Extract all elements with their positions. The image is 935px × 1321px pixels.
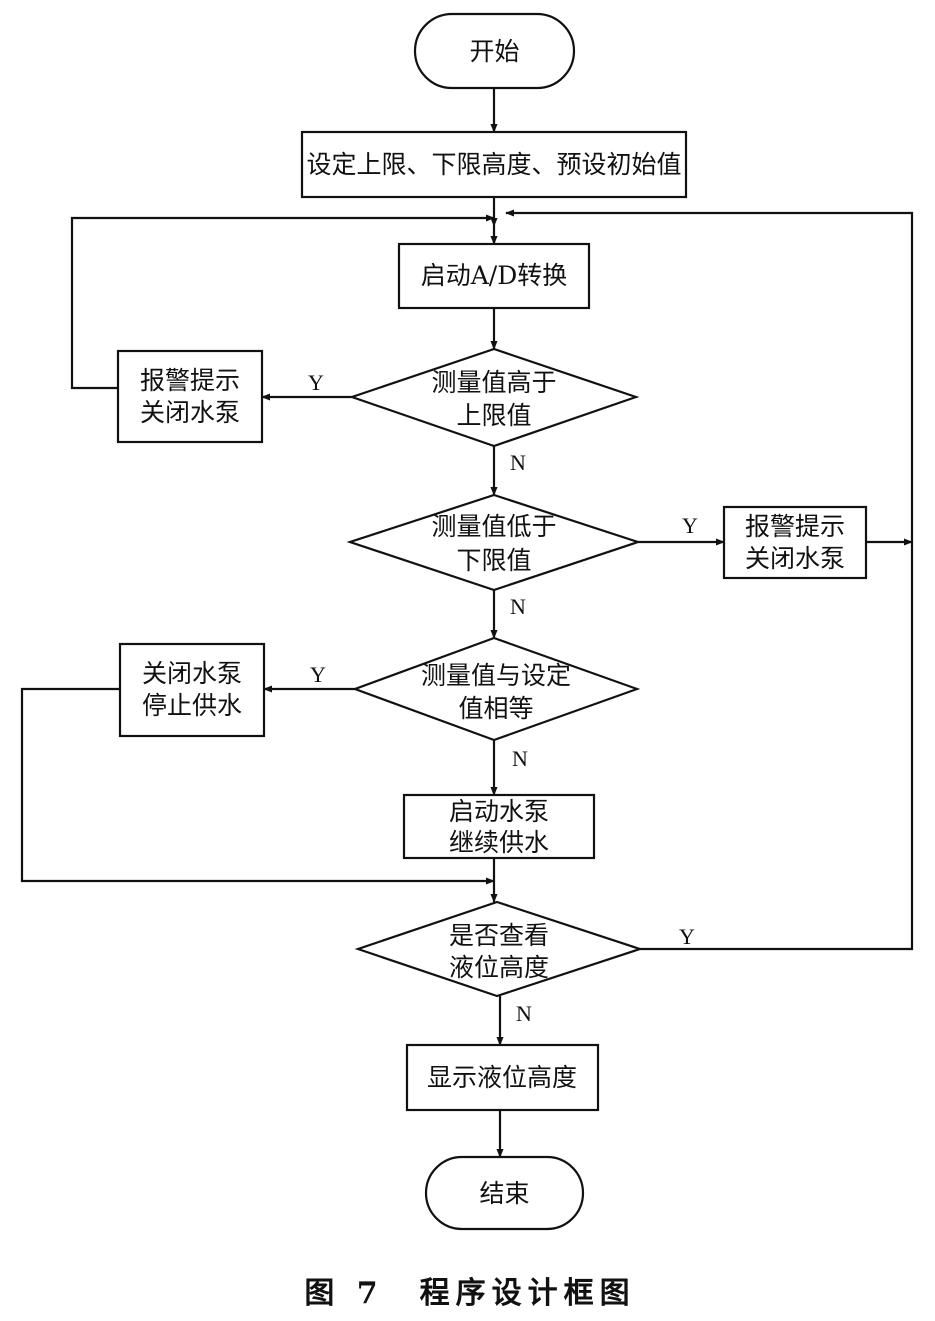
process-shape <box>722 505 868 580</box>
node-show-level: 显示液位高度 <box>405 1043 600 1112</box>
node-stop-pump-text-1: 关闭水泵 <box>142 659 242 688</box>
node-alarm-upper-text-2: 关闭水泵 <box>140 398 240 427</box>
node-check-view-text-1: 是否查看 <box>449 921 549 950</box>
decision-shape <box>351 636 641 742</box>
node-check-lower: 测量值低于 下限值 <box>346 493 642 592</box>
node-set-limits: 设定上限、下限高度、预设初始值 <box>300 130 688 199</box>
node-check-equal-text-2: 值相等 <box>458 694 533 723</box>
process-shape <box>402 793 596 860</box>
node-check-lower-text-1: 测量值低于 <box>431 512 556 541</box>
label-upper-yes: Y <box>308 370 324 395</box>
label-view-no: N <box>516 1001 532 1026</box>
node-check-view: 是否查看 液位高度 <box>354 900 644 998</box>
node-start-ad-text: 启动A/D转换 <box>421 261 568 290</box>
node-alarm-lower-text-2: 关闭水泵 <box>745 544 845 573</box>
label-equal-yes: Y <box>310 662 326 687</box>
label-equal-no: N <box>512 746 528 771</box>
terminator-shape <box>413 12 576 90</box>
process-shape <box>118 642 266 738</box>
node-start-ad: 启动A/D转换 <box>397 242 591 310</box>
process-shape <box>300 130 688 199</box>
node-start-text: 开始 <box>469 37 519 66</box>
node-check-upper-text-1: 测量值高于 <box>431 368 556 397</box>
node-alarm-upper: 报警提示 关闭水泵 <box>116 349 264 444</box>
decision-shape <box>348 347 640 448</box>
decision-shape <box>354 900 644 998</box>
process-shape <box>116 349 264 444</box>
terminator-shape <box>424 1155 585 1231</box>
node-start-pump-text-1: 启动水泵 <box>449 797 549 826</box>
node-stop-pump: 关闭水泵 停止供水 <box>118 642 266 738</box>
node-stop-pump-text-2: 停止供水 <box>142 691 242 720</box>
figure-caption: 图 7 程序设计框图 <box>304 1276 635 1311</box>
process-shape <box>397 242 591 310</box>
node-start: 开始 <box>413 12 576 90</box>
node-check-equal-text-1: 测量值与设定 <box>421 661 571 690</box>
label-lower-yes: Y <box>682 513 698 538</box>
node-end: 结束 <box>424 1155 585 1231</box>
label-view-yes: Y <box>679 924 695 949</box>
node-set-limits-text: 设定上限、下限高度、预设初始值 <box>306 150 681 179</box>
node-check-upper-text-2: 上限值 <box>456 401 531 430</box>
edge-check-view-yes-loop <box>505 209 914 951</box>
label-lower-no: N <box>510 594 526 619</box>
node-check-equal: 测量值与设定 值相等 <box>351 636 641 742</box>
node-alarm-lower-text-1: 报警提示 <box>745 512 845 541</box>
node-start-pump-text-2: 继续供水 <box>449 828 549 857</box>
edge-stop-pump-to-merge <box>20 687 495 885</box>
node-end-text: 结束 <box>479 1179 529 1208</box>
edge-labels: Y N Y N Y N Y N <box>308 370 698 1026</box>
node-alarm-lower: 报警提示 关闭水泵 <box>722 505 868 580</box>
edges <box>20 88 914 1158</box>
node-check-lower-text-2: 下限值 <box>456 546 531 575</box>
label-upper-no: N <box>510 450 526 475</box>
decision-shape <box>346 493 642 592</box>
node-start-pump: 启动水泵 继续供水 <box>402 793 596 860</box>
edge-alarm-upper-loop-back <box>70 214 495 390</box>
node-show-level-text: 显示液位高度 <box>427 1063 577 1092</box>
node-check-view-text-2: 液位高度 <box>449 953 549 982</box>
node-alarm-upper-text-1: 报警提示 <box>140 366 240 395</box>
process-shape <box>405 1043 600 1112</box>
node-check-upper: 测量值高于 上限值 <box>348 347 640 448</box>
